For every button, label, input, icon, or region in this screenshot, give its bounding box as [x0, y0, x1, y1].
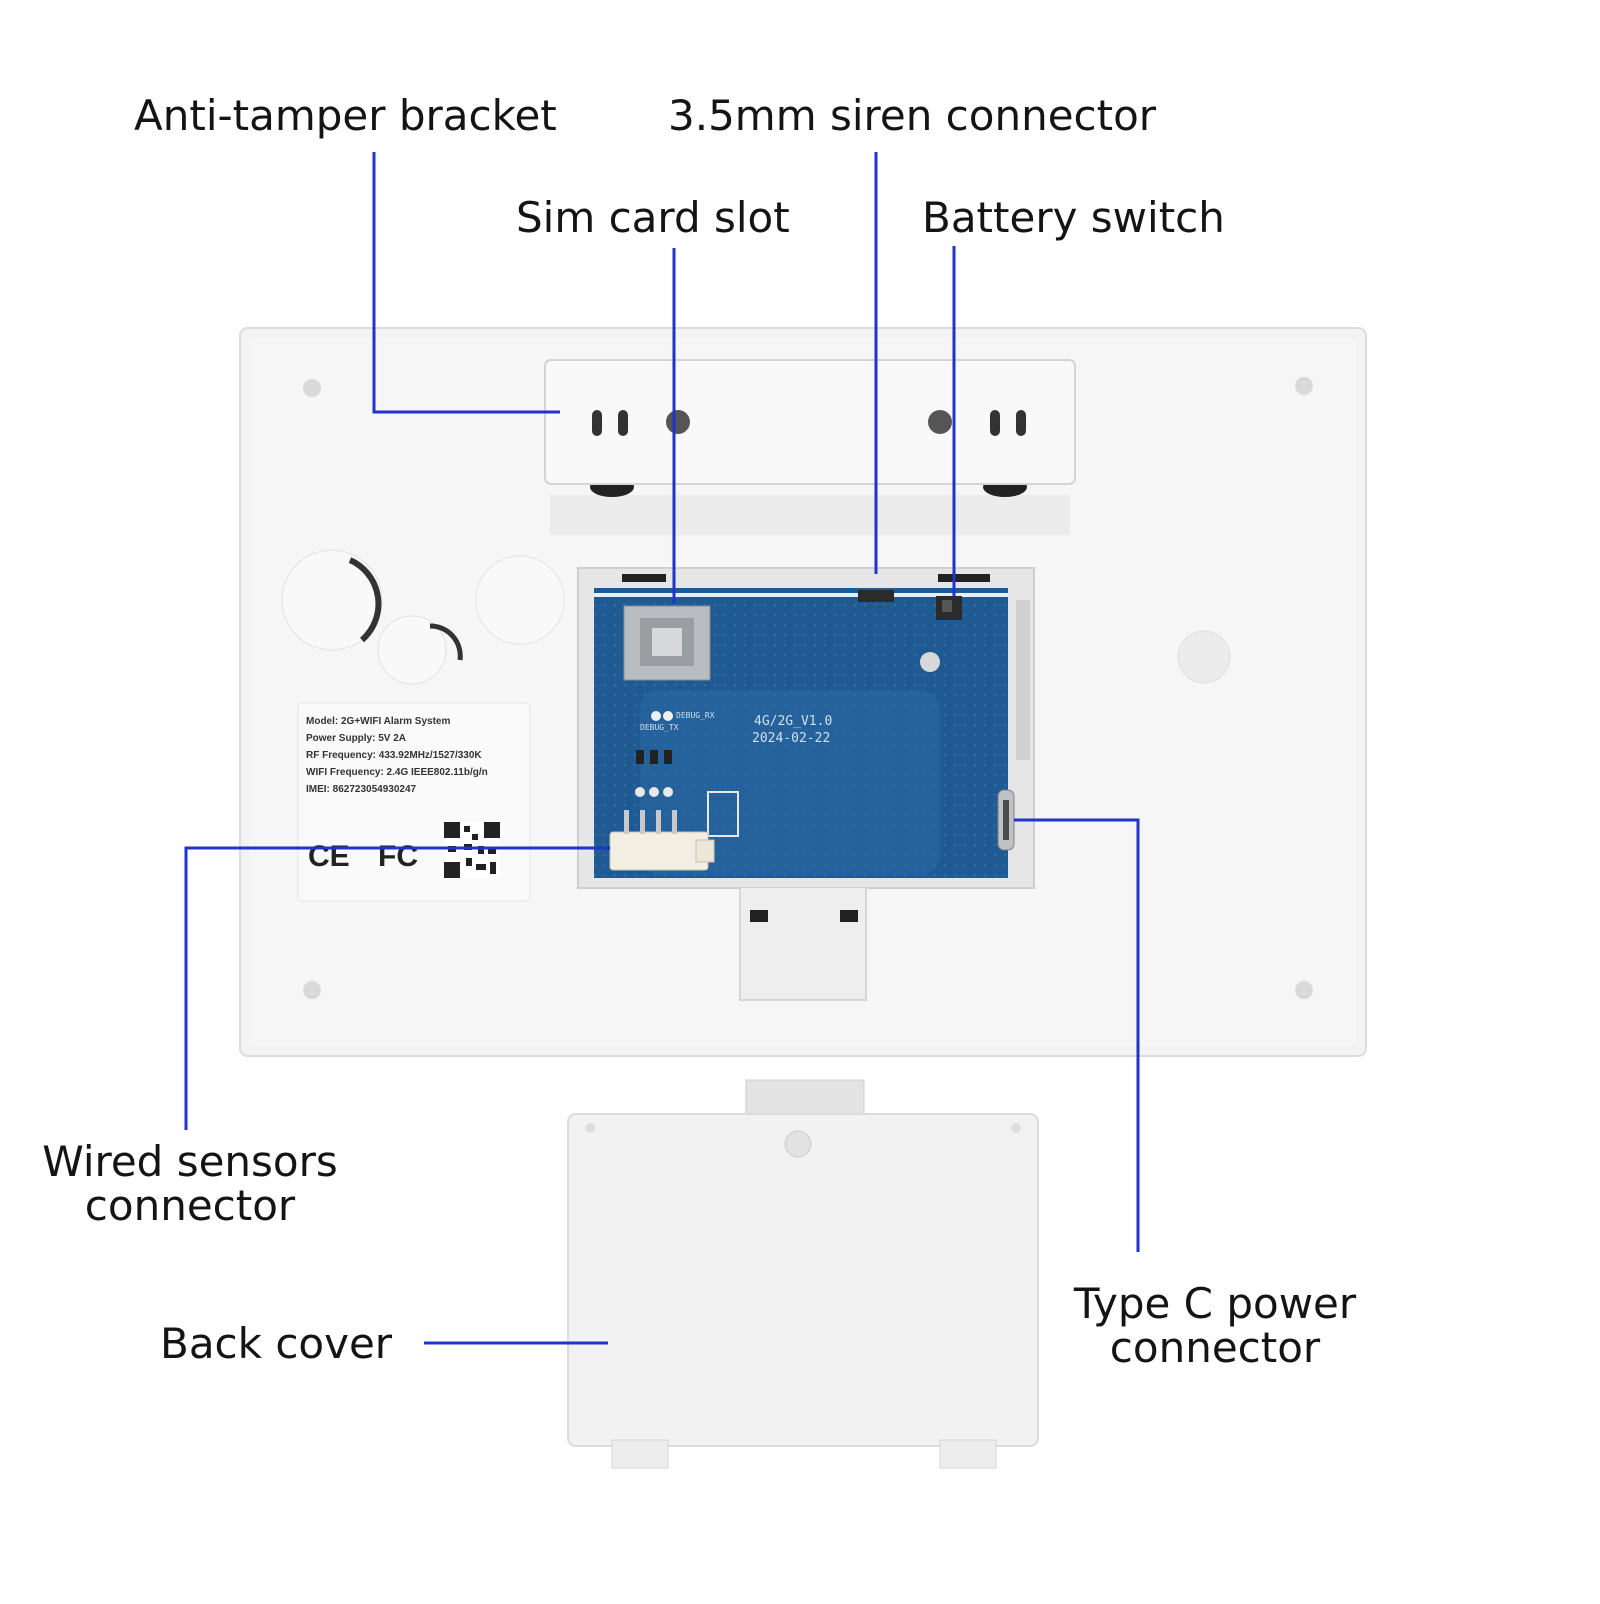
label-model: Model: 2G+WIFI Alarm System	[306, 716, 450, 727]
pcb-debug-rx: DEBUG_RX	[676, 711, 715, 720]
callout-battery-switch: Battery switch	[922, 193, 1225, 242]
callout-wired-sensors-line1: Wired sensors	[42, 1137, 338, 1186]
callout-sim-card-slot: Sim card slot	[516, 193, 790, 242]
leader-lines	[184, 152, 1140, 1345]
anti-tamper-bracket	[544, 359, 1076, 535]
callout-siren-connector: 3.5mm siren connector	[668, 91, 1157, 140]
pcb-board: 4G/2G_V1.0 2024-02-22 DEBUG_TX DEBUG_RX	[594, 588, 1015, 878]
leader-type-c	[1014, 818, 1140, 1252]
callout-back-cover: Back cover	[160, 1319, 393, 1368]
leader-anti-tamper	[372, 152, 560, 414]
label-imei: IMEI: 862723054930247	[306, 784, 417, 795]
label-wifi-frequency: WIFI Frequency: 2.4G IEEE802.11b/g/n	[306, 767, 488, 778]
qr-code-icon	[444, 822, 500, 878]
callout-anti-tamper-bracket: Anti-tamper bracket	[134, 91, 557, 140]
back-cover	[567, 1079, 1039, 1469]
cover-latch-slot	[739, 888, 867, 1001]
pcb-debug-tx: DEBUG_TX	[640, 723, 679, 732]
label-power-supply: Power Supply: 5V 2A	[306, 733, 406, 744]
label-rf-frequency: RF Frequency: 433.92MHz/1527/330K	[306, 750, 482, 761]
leader-wired-sensors	[184, 846, 610, 1130]
fc-mark-icon: FC	[378, 840, 418, 873]
siren-jack	[858, 590, 894, 602]
wired-sensors-terminal	[609, 810, 715, 871]
battery-switch	[936, 596, 962, 620]
housing-bumps	[281, 549, 565, 685]
pcb-date: 2024-02-22	[752, 731, 830, 746]
callout-wired-sensors-line2: connector	[84, 1181, 296, 1230]
callout-type-c-line2: connector	[1109, 1323, 1321, 1372]
usb-c-port	[997, 789, 1015, 851]
product-label-sticker: Model: 2G+WIFI Alarm System Power Supply…	[297, 702, 531, 902]
callout-wired-sensors-connector: Wired sensors connector	[20, 1140, 360, 1228]
pcb-version: 4G/2G_V1.0	[754, 714, 832, 729]
callout-type-c-power-connector: Type C power connector	[1050, 1282, 1380, 1370]
ce-mark-icon: CE	[308, 840, 350, 873]
sim-card-slot	[623, 605, 711, 681]
callout-type-c-line1: Type C power	[1073, 1279, 1357, 1328]
